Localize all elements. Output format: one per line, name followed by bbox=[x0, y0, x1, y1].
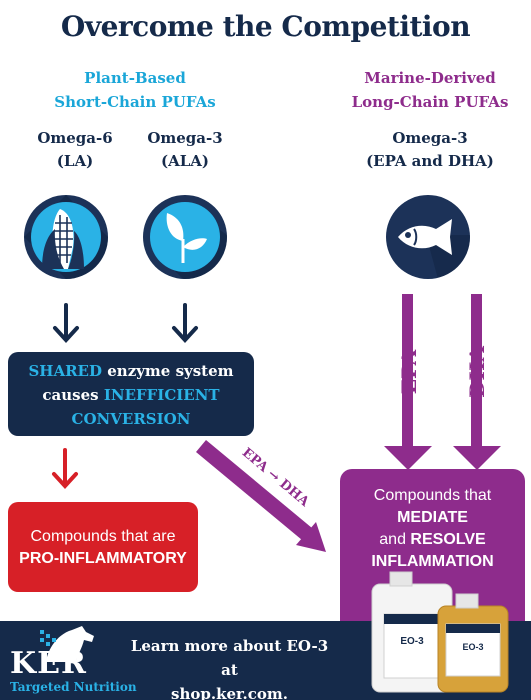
corn-icon bbox=[24, 195, 108, 279]
learn-line1: Learn more about EO-3 at bbox=[130, 637, 329, 679]
short-chain-label: Short-Chain PUFAs bbox=[54, 93, 216, 111]
dha-arrow-label: DHA bbox=[465, 346, 489, 398]
learn-more-text: Learn more about EO-3 at shop.ker.com. bbox=[122, 634, 337, 700]
omega3-ala-label: Omega-3 (ALA) bbox=[130, 127, 240, 173]
page-title: Overcome the Competition bbox=[60, 10, 471, 43]
eo3-product-image: EO-3 EO-3 bbox=[371, 571, 509, 693]
epa-dha-name: (EPA and DHA) bbox=[366, 152, 494, 170]
shared-word: SHARED bbox=[28, 362, 103, 380]
omega3-ala-name: Omega-3 bbox=[147, 129, 223, 147]
ala-name: (ALA) bbox=[160, 152, 210, 170]
plant-based-header: Plant-Based Short-Chain PUFAs bbox=[30, 66, 240, 114]
resolve-word: RESOLVE bbox=[410, 531, 486, 548]
omega6-la-label: Omega-6 (LA) bbox=[20, 127, 130, 173]
fish-icon bbox=[386, 195, 470, 279]
omega3-marine-name: Omega-3 bbox=[392, 129, 468, 147]
shared-enzyme-box: SHARED enzyme system causes INEFFICIENT … bbox=[8, 352, 254, 436]
mediate-word: MEDIATE bbox=[397, 509, 468, 526]
pro-line1: Compounds that are bbox=[30, 528, 176, 545]
shop-link[interactable]: shop.ker.com. bbox=[171, 685, 288, 700]
enzyme-system-text: enzyme system bbox=[107, 362, 234, 380]
eo3-jug-label: EO-3 bbox=[400, 636, 424, 647]
ker-horse-logo bbox=[40, 626, 94, 662]
mediate-line1: Compounds that bbox=[373, 487, 492, 504]
omega3-epa-dha-label: Omega-3 (EPA and DHA) bbox=[340, 127, 520, 173]
marine-derived-header: Marine-Derived Long-Chain PUFAs bbox=[335, 66, 525, 114]
pro-inflammatory-box: Compounds that are PRO-INFLAMMATORY bbox=[8, 502, 198, 592]
conversion-word: CONVERSION bbox=[71, 410, 191, 428]
and-text: and bbox=[379, 531, 411, 548]
epa-arrow-label: EPA bbox=[397, 349, 421, 395]
la-name: (LA) bbox=[56, 152, 94, 170]
pro-inflammatory-text: PRO-INFLAMMATORY bbox=[19, 550, 187, 567]
omega6-name: Omega-6 bbox=[37, 129, 113, 147]
inflammation-word: INFLAMMATION bbox=[371, 553, 494, 570]
leaf-icon bbox=[143, 195, 227, 279]
long-chain-label: Long-Chain PUFAs bbox=[351, 93, 509, 111]
causes-text: causes bbox=[42, 386, 99, 404]
inefficient-word: INEFFICIENT bbox=[103, 386, 220, 404]
marine-derived-label: Marine-Derived bbox=[364, 69, 496, 87]
targeted-nutrition-text: Targeted Nutrition bbox=[10, 680, 137, 694]
ker-logo-text: KER bbox=[10, 646, 87, 681]
eo3-bottle-label: EO-3 bbox=[462, 642, 483, 652]
plant-based-label: Plant-Based bbox=[84, 69, 186, 87]
